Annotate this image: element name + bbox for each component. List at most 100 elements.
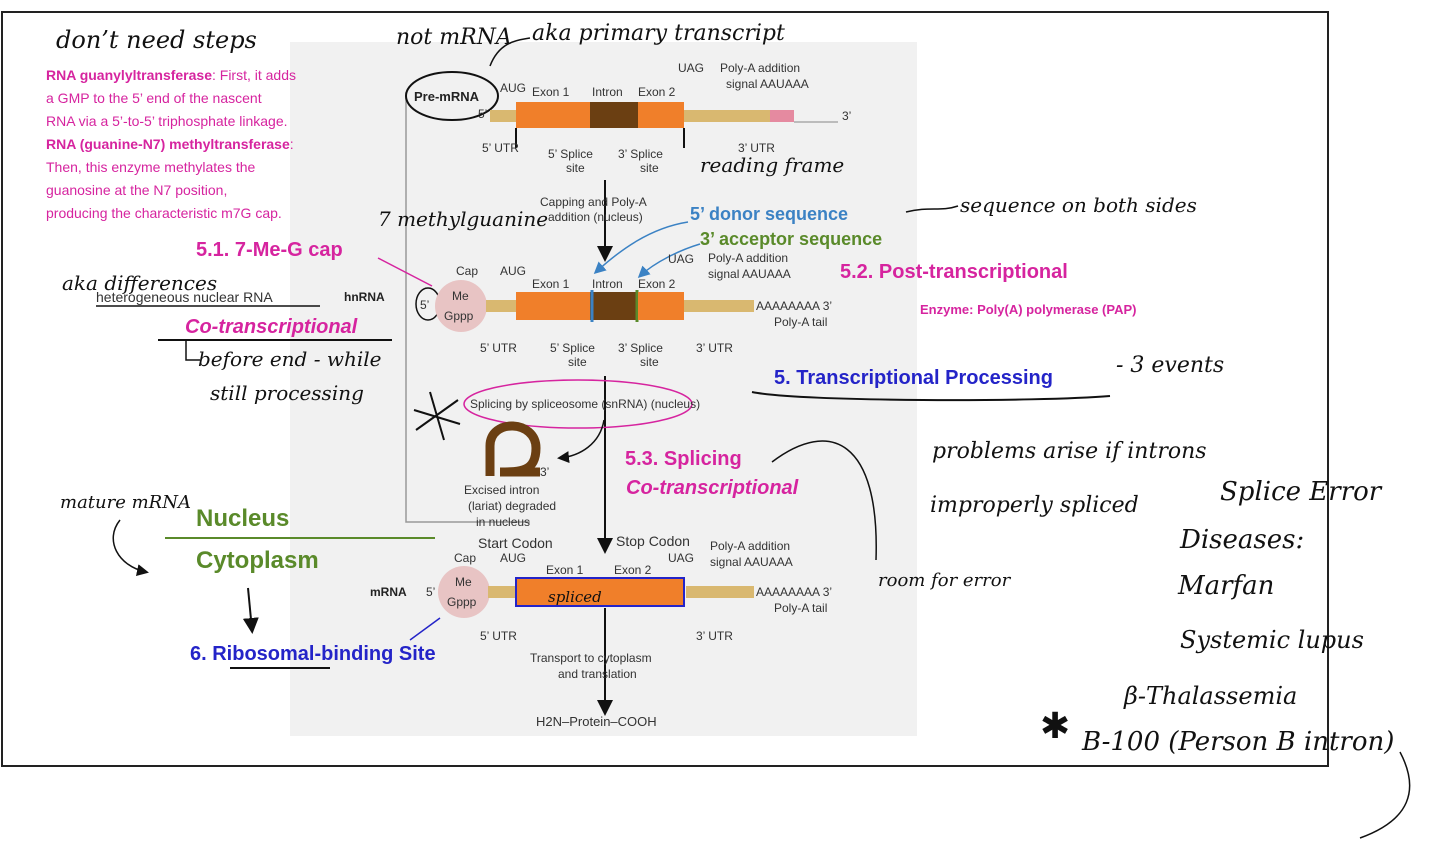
row1-intron-bar: [590, 102, 638, 128]
hw-seven-methyl: 7 methylguanine: [378, 207, 548, 231]
row2-polya-tail-seq: AAAAAAAA 3’: [756, 299, 832, 313]
row2-exon1: Exon 1: [532, 277, 570, 291]
row2-intron-bar: [590, 292, 638, 320]
nucleus-boundary: [405, 92, 530, 523]
methyl-body-1: :: [290, 136, 294, 152]
row2-splice3-site: site: [640, 355, 659, 369]
acceptor-arrow: [637, 243, 701, 279]
guanylyl-body-3: RNA via a 5’-to-5’ triphosphate linkage.: [46, 113, 288, 129]
cytoplasm-label: Cytoplasm: [196, 547, 319, 574]
methyl-body-3: guanosine at the N7 position,: [46, 182, 227, 198]
row3-cap-gppp: Gppp: [447, 595, 477, 609]
nucleus-label: Nucleus: [196, 505, 289, 532]
methyl-body-2: Then, this enzyme methylates the: [46, 159, 256, 175]
pre-mrna-label: Pre-mRNA: [414, 89, 480, 104]
hw-systemic: Systemic lupus: [1180, 626, 1364, 654]
row1-exon2: Exon 2: [638, 85, 676, 99]
row1-utr3: [684, 110, 770, 122]
row2-splice3: 3’ Splice: [618, 341, 663, 355]
row2-aug: AUG: [500, 264, 526, 278]
hw-room-connector: [771, 440, 877, 561]
row2-uag: UAG: [668, 252, 694, 266]
splicing-heading: 5.3. Splicing: [625, 448, 742, 470]
excised-1: Excised intron: [464, 483, 539, 497]
row2-cap-circle: [435, 280, 487, 332]
row1-utr5-label: 5’ UTR: [482, 141, 519, 155]
methyl-title: RNA (guanine-N7) methyltransferase: [46, 136, 290, 152]
row3-exon2: Exon 2: [614, 563, 652, 577]
methyl-body-4: producing the characteristic m7G cap.: [46, 205, 282, 221]
hw-still-processing: still processing: [210, 381, 364, 405]
row1-splice5: 5’ Splice: [548, 147, 593, 161]
row2-utr5-label: 5’ UTR: [480, 341, 517, 355]
transport-1: Transport to cytoplasm: [530, 651, 652, 665]
splicing-step-label: Splicing by spliceosome (snRNA) (nucleus…: [470, 397, 700, 411]
row2-splice5-site: site: [568, 355, 587, 369]
row3-utr5: [488, 586, 516, 598]
stop-codon: Stop Codon: [616, 533, 690, 549]
lariat-three-prime: 3’: [540, 465, 549, 479]
hw-b100-bracket: [1359, 751, 1411, 839]
hw-star-icon: ✱: [1040, 705, 1070, 746]
row1-splice3-site: site: [640, 161, 659, 175]
excised-3: in nucleus: [476, 515, 530, 529]
row2-splice5: 5’ Splice: [550, 341, 595, 355]
row2-utr3: [684, 300, 754, 312]
protein-label: H2N–Protein–COOH: [536, 714, 657, 729]
hw-primary-connector: [489, 37, 531, 67]
hw-primary: aka primary transcript: [532, 21, 785, 46]
transport-2: and translation: [558, 667, 637, 681]
row3-uag: UAG: [668, 551, 694, 565]
hw-not-mrna: not mRNA: [396, 25, 512, 50]
excised-2: (lariat) degraded: [468, 499, 556, 513]
row2-cap-gppp: Gppp: [444, 309, 474, 323]
pre-mrna-circle: [405, 71, 499, 121]
row1-splice3: 3’ Splice: [618, 147, 663, 161]
hw-reading-frame: reading frame: [700, 153, 844, 177]
hw-mature-arrow: [112, 519, 149, 576]
transcriptional-processing: 5. Transcriptional Processing: [774, 367, 1053, 389]
guanylyl-body-2: a GMP to the 5’ end of the nascent: [46, 90, 262, 106]
ribosomal-pointer: [409, 617, 441, 641]
hw-diseases: Diseases:: [1179, 525, 1304, 555]
row2-polya-tail: Poly-A tail: [774, 315, 827, 329]
row3-polya-signal-1: Poly-A addition: [710, 539, 790, 553]
row3-aug: AUG: [500, 551, 526, 565]
row1-exon2-bar: [638, 102, 684, 128]
start-codon: Start Codon: [478, 535, 553, 551]
row1-exon1: Exon 1: [532, 85, 570, 99]
row3-utr5-label: 5’ UTR: [480, 629, 517, 643]
enzyme-pap: Enzyme: Poly(A) polymerase (PAP): [920, 302, 1136, 317]
row3-polya-tail-seq: AAAAAAAA 3’: [756, 585, 832, 599]
row1-intron: Intron: [592, 85, 623, 99]
hw-thal: β-Thalassemia: [1123, 682, 1297, 710]
methyl-note-line1: RNA (guanine-N7) methyltransferase:: [46, 136, 294, 152]
hw-dont-need: don’t need steps: [56, 26, 257, 54]
row2-cap-me: Me: [452, 289, 469, 303]
row1-five-prime: 5’: [478, 107, 487, 121]
mrna-label: mRNA: [370, 585, 407, 599]
page-frame: [1, 11, 1329, 767]
row1-three-prime: 3’: [842, 109, 851, 123]
hw-heterogeneous: heterogeneous nuclear RNA: [96, 289, 273, 305]
hw-room-error: room for error: [878, 570, 1012, 591]
hw-three-events: - 3 events: [1116, 353, 1224, 378]
row2-five-prime: 5’: [420, 298, 429, 312]
figure-panel: [290, 42, 917, 736]
hw-splicing-star: [413, 391, 461, 441]
row3-utr3: [686, 586, 754, 598]
row2-polya-signal-1: Poly-A addition: [708, 251, 788, 265]
row2-utr3-label: 3’ UTR: [696, 341, 733, 355]
splicing-sub: Co-transcriptional: [626, 477, 799, 499]
donor-arrow: [593, 221, 689, 275]
row2-cap-label: Cap: [456, 264, 478, 278]
row1-utr5: [490, 110, 516, 122]
hw-seq-both: sequence on both sides: [960, 193, 1197, 217]
hw-before-end: before end - while: [198, 347, 381, 371]
hw-lariat-arrow: [557, 419, 605, 464]
row2-utr5: [486, 300, 516, 312]
guanylyl-title: RNA guanylyltransferase: [46, 67, 212, 83]
row2-exon2-bar: [638, 292, 684, 320]
row2-polya-signal-2: signal AAUAAA: [708, 267, 791, 281]
row3-utr3-label: 3’ UTR: [696, 629, 733, 643]
